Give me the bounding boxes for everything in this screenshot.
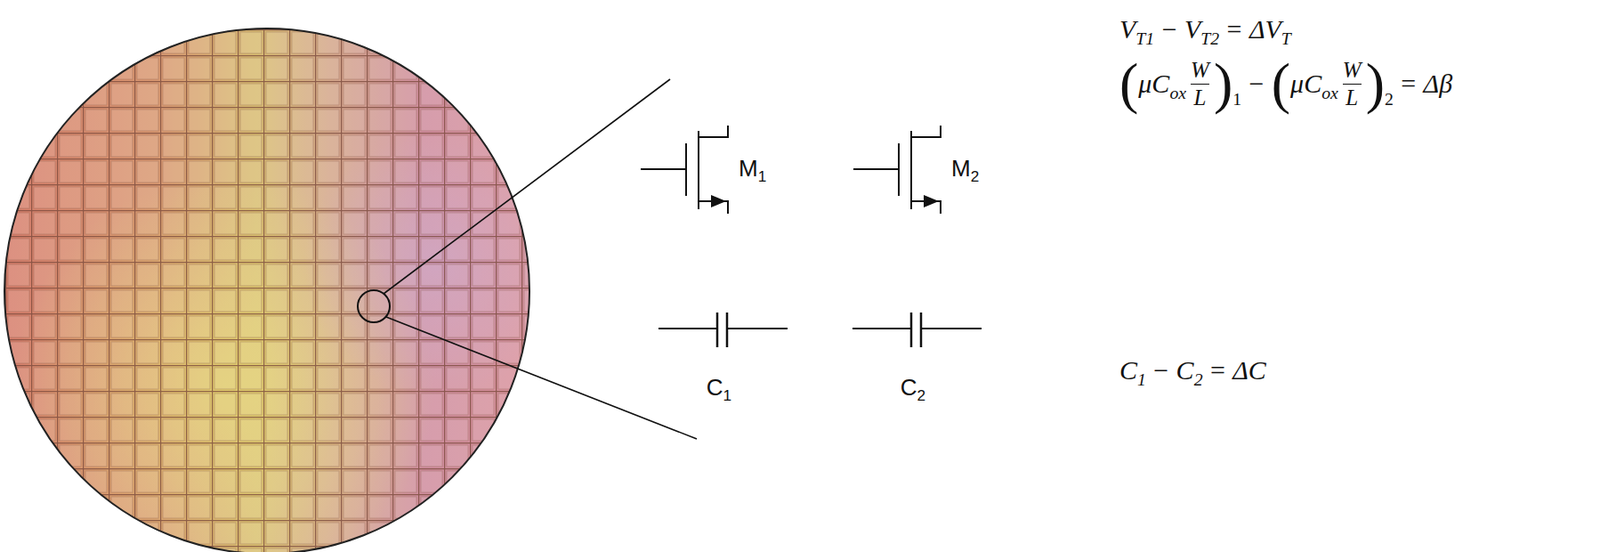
capacitor-plate xyxy=(911,312,922,348)
nmos-symbol xyxy=(640,125,728,214)
symbol: ΔV xyxy=(1249,14,1282,46)
symbol: M xyxy=(738,155,759,183)
symbol: Δβ xyxy=(1423,68,1454,100)
subscript: T1 xyxy=(1135,28,1155,49)
component-label: M1 xyxy=(738,155,767,183)
capacitor-lead xyxy=(852,327,982,330)
fraction-bar xyxy=(1342,83,1362,85)
symbol-group: ΔVT xyxy=(1249,14,1292,46)
symbol-group: M1 xyxy=(738,155,767,183)
capacitor-symbol xyxy=(852,312,982,348)
fraction: WL xyxy=(1190,57,1210,110)
nmos-symbol xyxy=(640,125,728,214)
nmos-symbol xyxy=(853,125,941,214)
zoom-line xyxy=(383,79,671,294)
subscript: 1 xyxy=(1137,369,1147,390)
symbol-group: μCox xyxy=(1290,68,1339,100)
fraction-bar xyxy=(1190,83,1210,85)
subscript: ox xyxy=(1169,82,1187,104)
numerator: W xyxy=(1342,57,1362,83)
parenthesis: ) xyxy=(1213,55,1233,113)
parenthesis: ( xyxy=(1119,55,1139,113)
symbol: μC xyxy=(1138,68,1170,100)
denominator: L xyxy=(1194,85,1207,111)
symbol-group: C2 xyxy=(1176,355,1204,387)
symbol-group: C1 xyxy=(1119,355,1147,387)
operator: = xyxy=(1210,355,1226,387)
symbol: V xyxy=(1184,14,1201,46)
symbol: μC xyxy=(1290,68,1322,100)
subscript: ox xyxy=(1321,82,1339,104)
subscript: 1 xyxy=(1232,88,1242,110)
subscript: 2 xyxy=(1194,369,1204,390)
symbol: C xyxy=(900,374,918,402)
symbol-group: μCox xyxy=(1138,68,1187,100)
parenthesis: ( xyxy=(1271,55,1291,113)
symbol: C xyxy=(1176,355,1195,387)
wafer xyxy=(0,0,534,552)
component-label: C2 xyxy=(900,374,926,402)
subscript: 2 xyxy=(970,168,980,186)
capacitor-lead xyxy=(658,327,788,330)
subscript: T2 xyxy=(1200,28,1220,49)
subscript: 1 xyxy=(758,168,768,186)
operator: − xyxy=(1162,14,1178,46)
arrowhead xyxy=(711,194,727,208)
fraction: WL xyxy=(1342,57,1362,110)
zoom-line xyxy=(386,316,697,439)
capacitor-plate xyxy=(717,312,728,348)
symbol-group: M2 xyxy=(951,155,979,183)
parenthesis: ) xyxy=(1365,55,1385,113)
equation: VT1−VT2=ΔVT xyxy=(1119,14,1292,46)
component-label: C1 xyxy=(706,374,732,402)
operator: = xyxy=(1227,14,1243,46)
symbol: M xyxy=(951,155,971,183)
symbol-group: VT2 xyxy=(1184,14,1220,46)
subscript: 1 xyxy=(723,387,733,405)
equation: (μCoxWL)1−(μCoxWL)2=Δβ xyxy=(1119,55,1453,113)
subscript: T xyxy=(1281,28,1292,49)
wafer-edge xyxy=(4,28,530,552)
numerator: W xyxy=(1190,57,1210,83)
operator: = xyxy=(1400,68,1416,100)
symbol-group: C2 xyxy=(900,374,926,402)
die-grid xyxy=(0,0,534,552)
component-label: M2 xyxy=(951,155,979,183)
equation: C1−C2=ΔC xyxy=(1119,355,1267,387)
symbol-group: VT1 xyxy=(1119,14,1155,46)
arrowhead xyxy=(923,194,939,208)
symbol-group: C1 xyxy=(706,374,732,402)
denominator: L xyxy=(1345,85,1358,111)
nmos-symbol xyxy=(853,125,941,214)
capacitor-symbol xyxy=(658,312,788,348)
operator: − xyxy=(1248,68,1264,100)
symbol: ΔC xyxy=(1232,355,1267,387)
subscript: 2 xyxy=(1384,88,1394,110)
symbol: V xyxy=(1119,14,1136,46)
operator: − xyxy=(1153,355,1169,387)
zoom xyxy=(357,79,697,439)
symbol: C xyxy=(706,374,724,402)
subscript: 2 xyxy=(917,387,927,405)
zoom-circle xyxy=(357,290,390,323)
symbol: C xyxy=(1119,355,1138,387)
